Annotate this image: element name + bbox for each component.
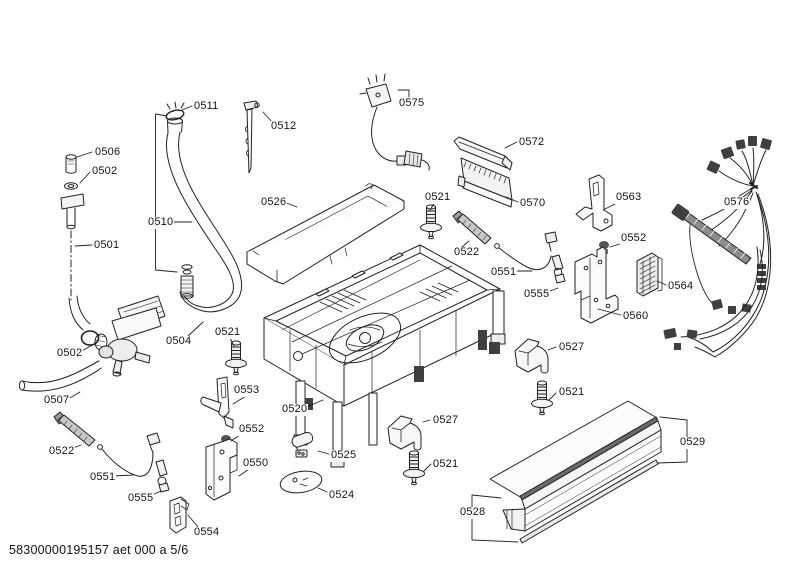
part-0524-disc [279, 470, 323, 494]
part-0576-wiring-harness [663, 136, 772, 358]
part-label-0529: 0529 [679, 436, 707, 449]
part-0563-bracket [575, 174, 613, 232]
part-label-0504: 0504 [165, 335, 193, 348]
part-0572-strip [453, 136, 513, 171]
part-0504-inlet-valve [98, 295, 166, 377]
part-0521-screw-left [225, 340, 247, 376]
part-0522-damper-right [452, 210, 492, 245]
part-label-0522-right: 0522 [453, 246, 481, 259]
part-0551-cable-left [97, 432, 161, 477]
part-0560-bracket [574, 246, 619, 324]
part-label-0564: 0564 [667, 280, 695, 293]
part-0555-fixing-right [551, 254, 566, 284]
part-label-0555-left: 0555 [127, 492, 155, 505]
part-0521-screw-center [403, 450, 425, 486]
part-label-0501: 0501 [93, 239, 121, 252]
part-0526-cover-panel [246, 183, 405, 285]
part-label-0527-right: 0527 [558, 341, 586, 354]
part-label-0526: 0526 [260, 196, 288, 209]
part-label-0572: 0572 [518, 136, 546, 149]
part-0506-check-valve [65, 154, 77, 174]
part-0555-fixing-left [155, 459, 170, 493]
part-0522-damper-left [53, 411, 96, 447]
part-label-0576: 0576 [723, 196, 751, 209]
part-0520-base-frame [263, 244, 506, 468]
part-label-0502-bottom: 0502 [56, 347, 84, 360]
part-0510-drain-hose [166, 117, 242, 313]
part-0529-strips-and-sheet [489, 400, 659, 544]
part-0527-foot-right [514, 338, 549, 374]
part-0511-hose-clamp [165, 101, 185, 121]
part-0528-plinth-panel [502, 420, 662, 532]
part-label-0553: 0553 [233, 384, 261, 397]
part-0525-switch [291, 431, 314, 458]
part-0521-screw-right [531, 380, 553, 416]
part-0575-power-cord [359, 73, 430, 171]
part-label-0522-left: 0522 [48, 445, 76, 458]
part-label-0575: 0575 [398, 97, 426, 110]
part-label-0551-right: 0551 [490, 266, 518, 279]
part-0521-screw-top [420, 204, 442, 240]
part-label-0511: 0511 [193, 100, 220, 113]
part-0570-module [457, 157, 513, 208]
part-label-0528: 0528 [459, 506, 487, 519]
part-label-0527-center: 0527 [432, 414, 460, 427]
part-0507-hose [18, 360, 102, 392]
part-label-0507: 0507 [43, 394, 71, 407]
part-label-0570: 0570 [519, 197, 547, 210]
part-0553-bracket [200, 376, 234, 429]
part-0502-seal-top [64, 182, 78, 190]
part-label-0525: 0525 [330, 449, 358, 462]
part-label-0560: 0560 [622, 310, 650, 323]
part-label-0552-left: 0552 [238, 423, 266, 436]
part-label-0506: 0506 [94, 146, 122, 159]
part-label-0510: 0510 [147, 216, 175, 229]
part-label-0563: 0563 [615, 191, 643, 204]
document-id-footer: 58300000195157 aet 000 a 5/6 [9, 543, 189, 557]
part-label-0521-left: 0521 [214, 326, 242, 339]
part-label-0521-top: 0521 [424, 191, 452, 204]
part-label-0554: 0554 [193, 526, 221, 539]
part-0512-pin [243, 100, 260, 174]
part-label-0551-left: 0551 [89, 471, 117, 484]
part-label-0521-right: 0521 [558, 386, 586, 399]
part-label-0555-right: 0555 [523, 288, 551, 301]
part-label-0512: 0512 [270, 120, 298, 133]
part-0564-terminal-block [636, 252, 663, 297]
part-label-0521-center: 0521 [432, 458, 460, 471]
part-0501-aquastop-hose [60, 193, 108, 351]
part-0551-cable-right [494, 231, 558, 270]
part-label-0520: 0520 [281, 403, 309, 416]
part-0527-foot-center [387, 415, 422, 451]
part-label-0550: 0550 [242, 457, 270, 470]
part-label-0502-top: 0502 [91, 165, 119, 178]
part-0554-bracket [169, 496, 190, 534]
part-0550-bracket [205, 438, 238, 501]
part-label-0524: 0524 [328, 489, 356, 502]
part-label-0552-right: 0552 [620, 232, 648, 245]
